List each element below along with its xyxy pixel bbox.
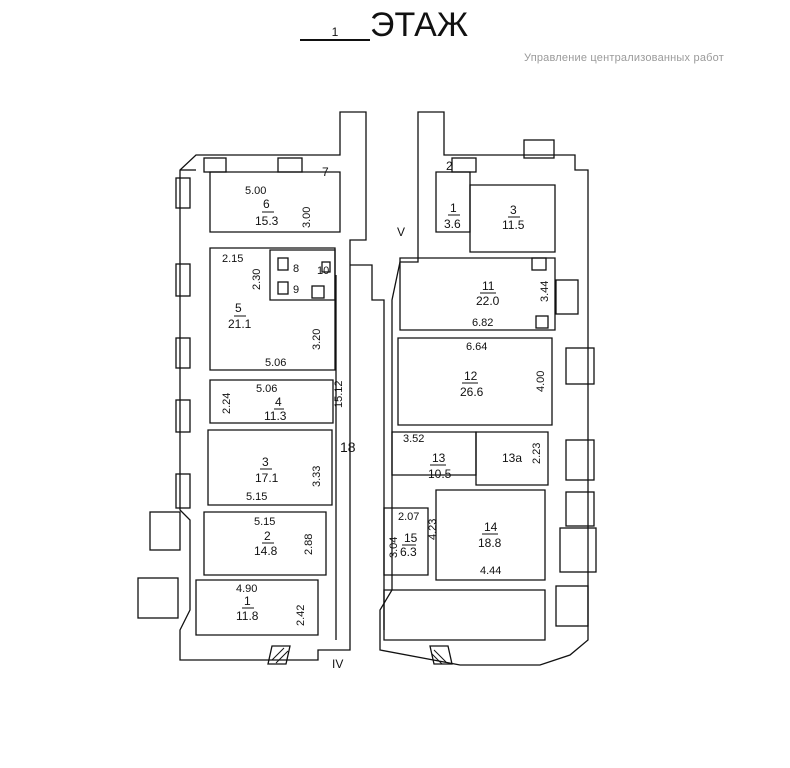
stamp-text: Управление централизованных работ [524,52,724,64]
room13a-number: 13а [502,451,522,465]
room8-number: 8 [293,263,299,275]
room1-left-width: 4.90 [236,583,257,595]
room2-area: 14.8 [254,544,278,558]
room6-area: 15.3 [255,214,279,228]
room12-depth: 4.00 [535,371,547,392]
room15-depth: 3.04 [388,537,400,558]
room15-number: 15 [404,531,418,545]
room14-area: 18.8 [478,536,502,550]
room12-width: 6.64 [466,341,487,353]
room2-number: 2 [264,529,271,543]
entrance-v-label: V [397,225,405,239]
room6-depth: 3.00 [301,207,313,228]
room7-number: 7 [322,165,329,179]
room-number-underlines [234,211,520,609]
room12-number: 12 [464,369,478,383]
room5-dim-b: 2.30 [251,269,263,290]
corridor-number: 18 [340,439,356,455]
entrance-iv-label: IV [332,657,343,671]
room6-number: 6 [263,197,270,211]
room11-area: 22.0 [476,294,500,308]
room13-area: 10.5 [428,467,452,481]
room6-width: 5.00 [245,185,266,197]
room1-left-number: 1 [244,594,251,608]
room1-right-number: 1 [450,201,457,215]
room4-depth: 2.24 [221,393,233,414]
room5-dim-a: 2.15 [222,253,243,265]
room5-dim-c: 3.20 [311,329,323,350]
room5-dim-d: 5.06 [265,357,286,369]
room1-left-depth: 2.42 [295,605,307,626]
floor-number: 1 [300,25,370,41]
room4-width: 5.06 [256,383,277,395]
room4-number: 4 [275,395,282,409]
room1-right-area: 3.6 [444,217,461,231]
room11-number: 11 [482,279,495,293]
stair-hatching [271,647,447,665]
floor-label: ЭТАЖ [370,6,469,44]
room2-right-number: 2 [446,159,453,173]
room5-number: 5 [235,301,242,315]
room3-left-depth: 3.33 [311,466,323,487]
room14-width: 4.44 [480,565,501,577]
room10-number: 10 [317,265,329,277]
room11-depth: 3.44 [539,281,551,302]
room4-area: 11.3 [264,409,287,423]
room14-number: 14 [484,520,498,534]
room15-width: 2.07 [398,511,419,523]
room5-area: 21.1 [228,317,252,331]
room11-width: 6.82 [472,317,493,329]
room13a-depth: 2.23 [531,443,543,464]
corridor-length: 15.12 [333,380,345,408]
room3-left-width: 5.15 [246,491,267,503]
room1-left-area: 11.8 [236,609,259,623]
room9-number: 9 [293,284,299,296]
room13-width: 3.52 [403,433,424,445]
room14-depth: 4.23 [427,519,439,540]
room15-area: 6.3 [400,545,417,559]
room3-left-area: 17.1 [255,471,279,485]
room2-depth: 2.88 [303,534,315,555]
room2-width: 5.15 [254,516,275,528]
room12-area: 26.6 [460,385,484,399]
room3-right-area: 11.5 [502,218,525,232]
room3-right-number: 3 [510,203,517,217]
wall-outlines [137,111,597,666]
room3-left-number: 3 [262,455,269,469]
room13-number: 13 [432,451,446,465]
